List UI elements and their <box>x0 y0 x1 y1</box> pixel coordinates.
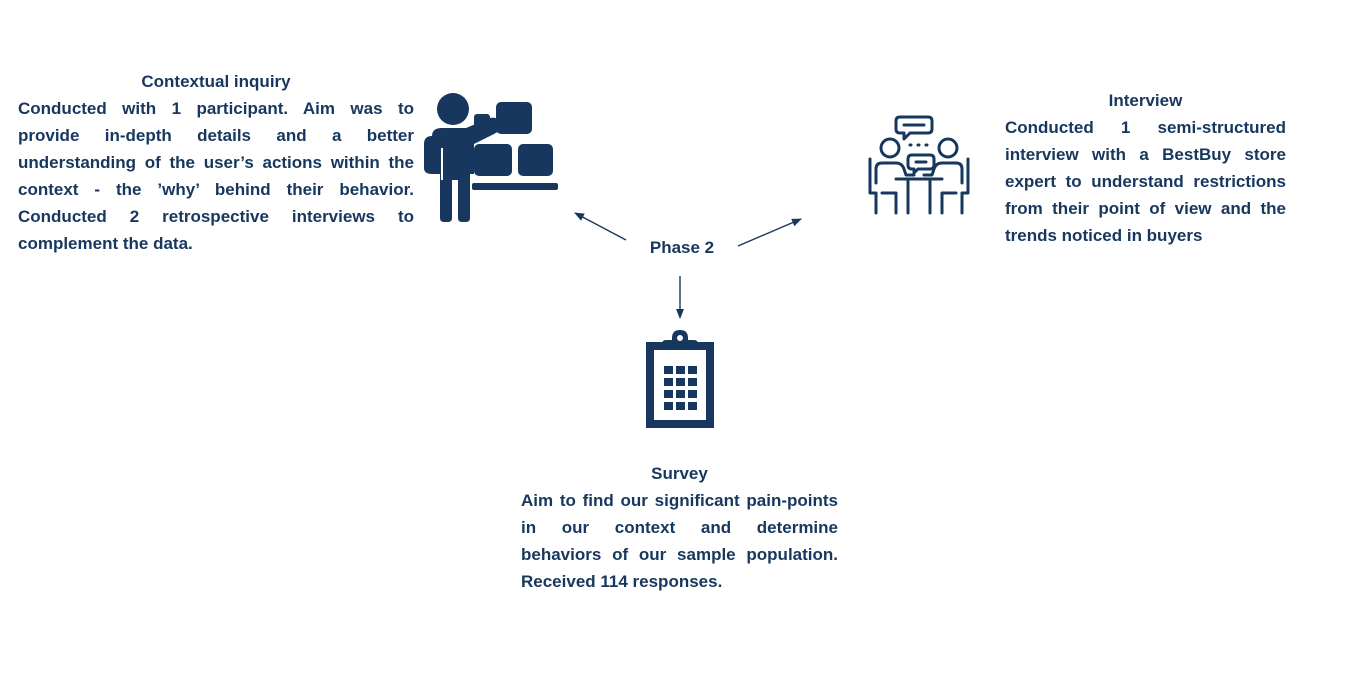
arrow-to-contextual-inquiry <box>574 212 627 241</box>
survey-block: Survey Aim to find our significant pain-… <box>521 460 838 595</box>
interview-title: Interview <box>1108 91 1183 110</box>
interview-body: Conducted 1 semi-structured interview wi… <box>1005 118 1286 245</box>
interview-block: Interview Conducted 1 semi-structured in… <box>1005 87 1286 249</box>
phase-label: Phase 2 <box>649 238 715 257</box>
survey-body: Aim to find our significant pain-points … <box>521 491 838 591</box>
arrow-to-interview <box>737 218 802 247</box>
clipboard-survey-icon <box>646 330 714 428</box>
contextual-inquiry-block: Contextual inquiry Conducted with 1 part… <box>18 68 414 257</box>
survey-title: Survey <box>651 464 708 483</box>
contextual-inquiry-title: Contextual inquiry <box>141 72 291 91</box>
contextual-inquiry-body: Conducted with 1 participant. Aim was to… <box>18 99 414 253</box>
two-people-conversation-icon <box>868 115 970 215</box>
person-presenting-board-icon <box>424 93 558 222</box>
